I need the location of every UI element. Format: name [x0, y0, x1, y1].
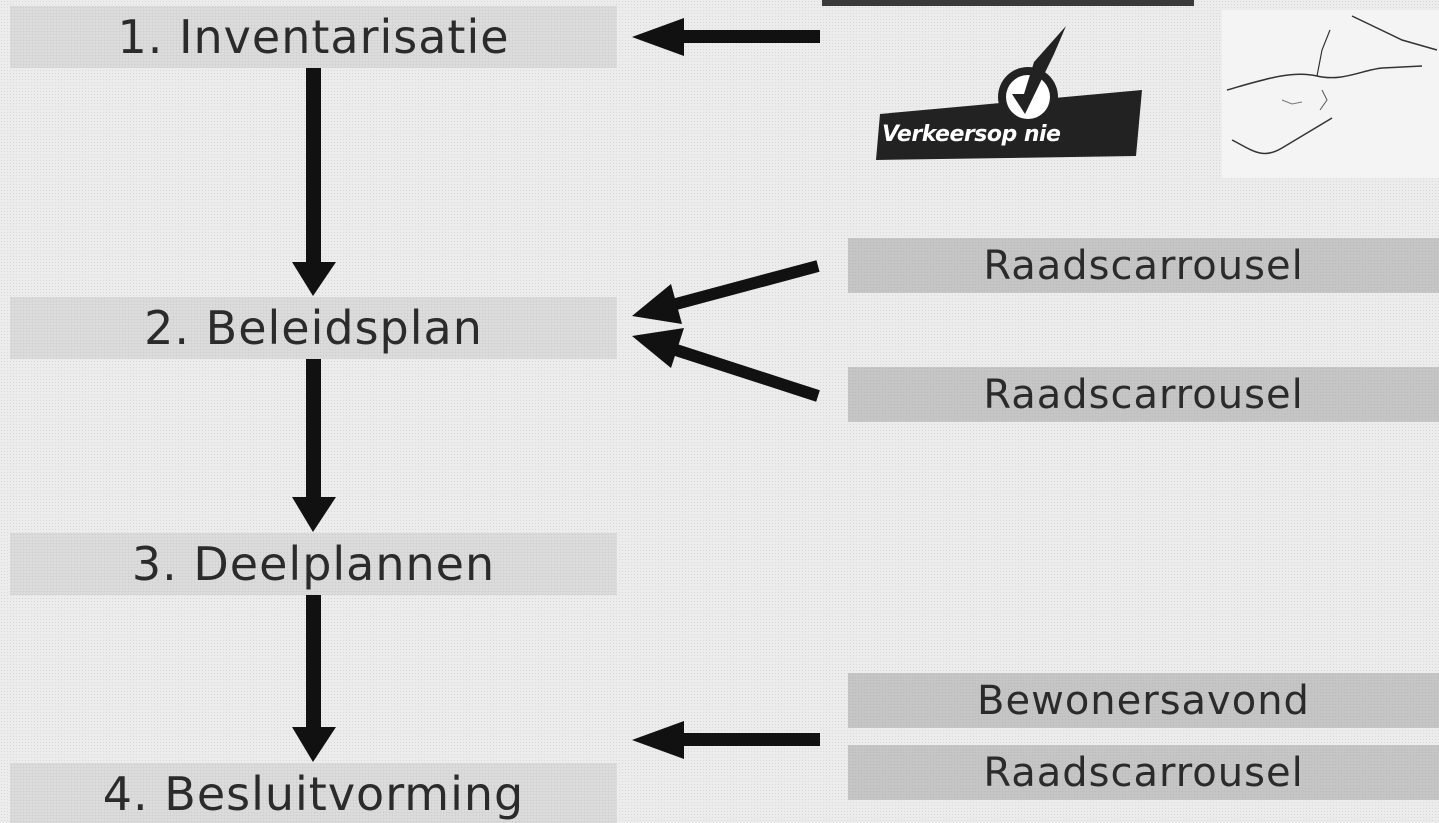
arrow-step2-to-step3 [292, 359, 336, 532]
verkeersopinie-logo: Verkeersop nie [874, 22, 1144, 162]
step-label: 2. Beleidsplan [144, 301, 483, 355]
source-raadscarrousel-1: Raadscarrousel [848, 238, 1439, 293]
step-besluitvorming: 4. Besluitvorming [10, 763, 617, 823]
source-label: Raadscarrousel [983, 371, 1304, 418]
source-label: Bewonersavond [977, 677, 1310, 724]
logo-graphic [876, 26, 1142, 160]
top-edge-bar [822, 0, 1194, 6]
source-bewonersavond: Bewonersavond [848, 673, 1439, 728]
source-label: Raadscarrousel [983, 749, 1304, 796]
step-label: 1. Inventarisatie [117, 10, 510, 64]
route-map-image [1222, 10, 1439, 178]
step-inventarisatie: 1. Inventarisatie [10, 6, 617, 68]
source-raadscarrousel-3: Raadscarrousel [848, 745, 1439, 800]
route-map-icon [1226, 15, 1438, 155]
step-label: 3. Deelplannen [131, 537, 496, 591]
step-label: 4. Besluitvorming [102, 767, 525, 821]
arrow-raadscarrousel2-to-beleidsplan [632, 328, 820, 402]
arrow-step1-to-step2 [292, 68, 336, 296]
arrow-raadscarrousel1-to-beleidsplan [632, 260, 820, 324]
arrow-into-besluitvorming [632, 721, 820, 759]
source-raadscarrousel-2: Raadscarrousel [848, 367, 1439, 422]
arrow-into-inventarisatie [632, 18, 820, 56]
step-beleidsplan: 2. Beleidsplan [10, 297, 617, 359]
arrow-step3-to-step4 [292, 595, 336, 762]
logo-text: Verkeersop nie [882, 122, 1061, 147]
step-deelplannen: 3. Deelplannen [10, 533, 617, 595]
source-label: Raadscarrousel [983, 242, 1304, 289]
